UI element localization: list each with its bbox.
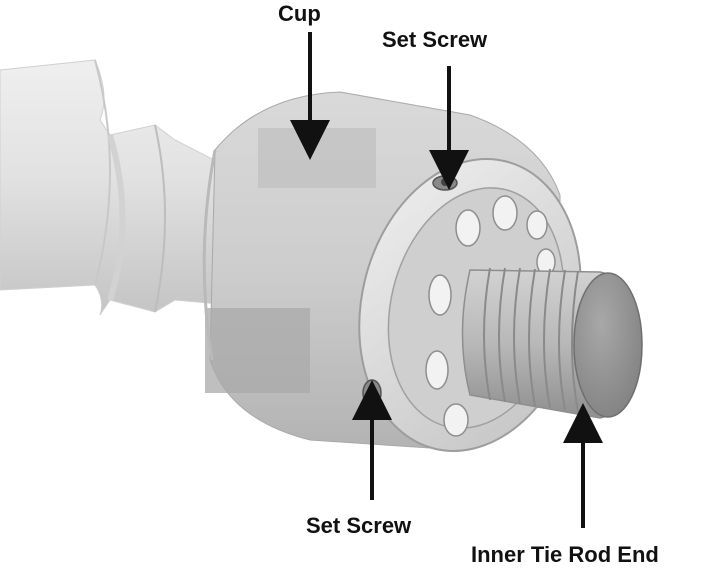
label-inner-tie-rod-end: Inner Tie Rod End	[471, 542, 659, 567]
thread-lines	[483, 267, 579, 413]
shaft	[0, 59, 231, 316]
cup-flat-top	[258, 128, 376, 188]
cup-flat-bottom	[205, 308, 310, 393]
callout-arrows	[290, 32, 603, 528]
set-screw-top-icon	[432, 175, 458, 191]
inner-tie-rod-end	[461, 267, 643, 419]
face-holes	[425, 195, 556, 437]
rod-end-face	[573, 272, 643, 418]
label-set-screw-top: Set Screw	[382, 27, 488, 52]
label-cup: Cup	[278, 1, 321, 26]
label-set-screw-bottom: Set Screw	[306, 513, 412, 538]
